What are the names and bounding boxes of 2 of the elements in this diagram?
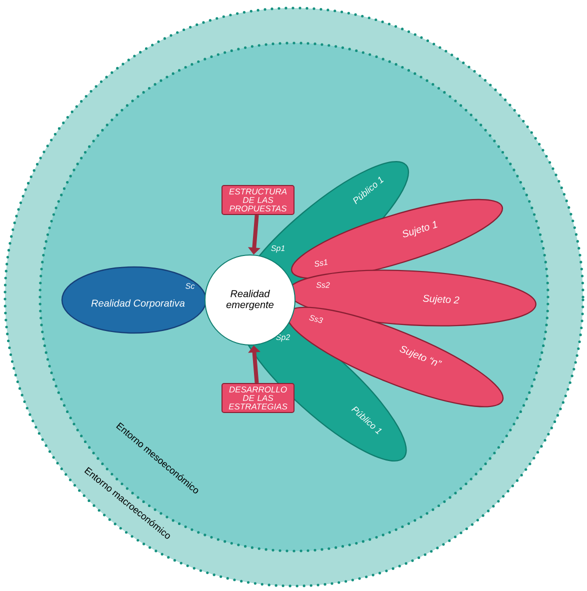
label-box: ESTRUCTURA DE LAS PROPUESTAS xyxy=(222,185,294,215)
label-box: DESARROLLO DE LAS ESTRATEGIAS xyxy=(222,383,294,414)
